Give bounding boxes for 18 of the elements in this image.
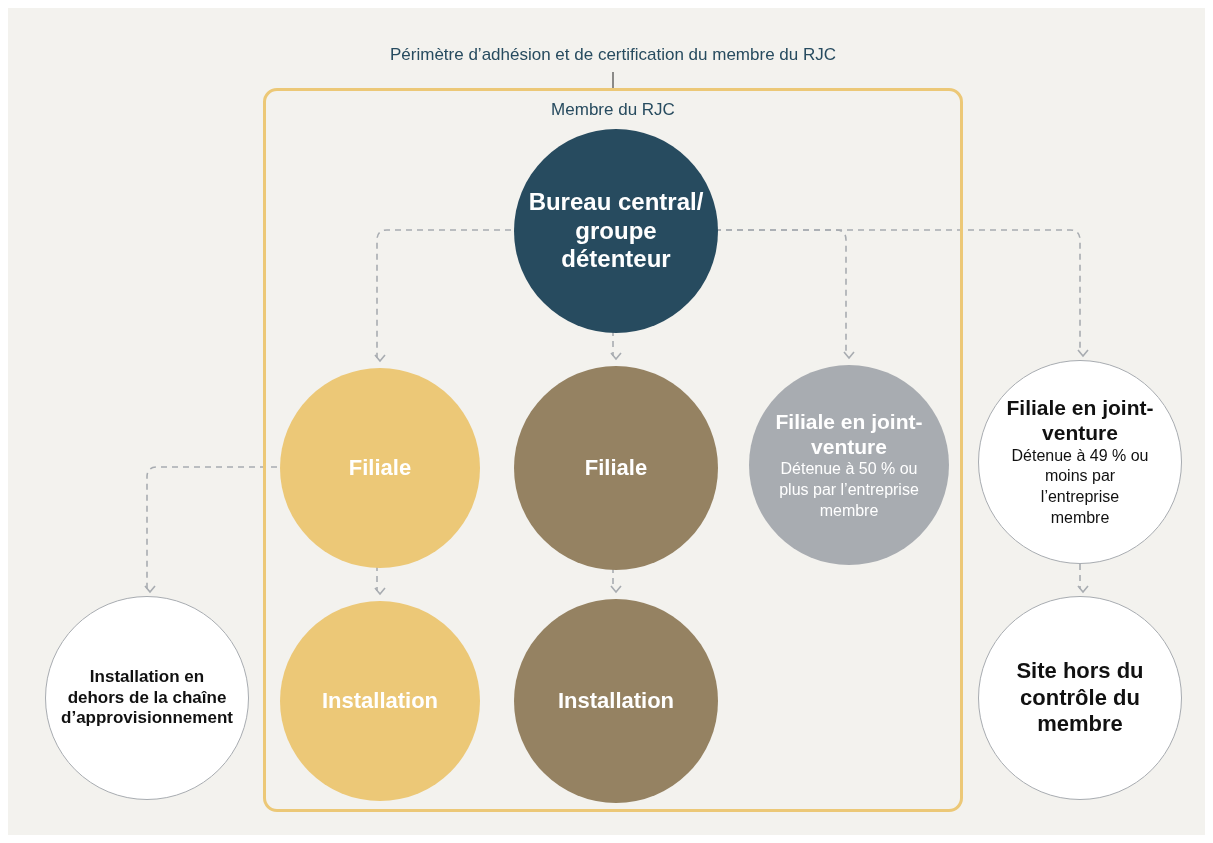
circle-title: Filiale en joint-venture [1005, 395, 1155, 446]
group-label: Membre du RJC [550, 99, 676, 121]
circle-title: Site hors du contrôle du membre [1015, 658, 1145, 738]
leader-line [612, 71, 614, 89]
dashed-arrow [374, 229, 512, 362]
scope-label: Périmètre d’adhésion et de certification du membre du RJC [390, 44, 836, 67]
group-frame [263, 88, 963, 812]
circle-description: Détenue à 50 % ou plus par l’entreprise membre [779, 459, 919, 521]
circle-description: Détenue à 49 % ou moins par l’entreprise membre [1010, 445, 1150, 528]
dashed-arrow [144, 466, 278, 593]
dashed-arrow [1077, 563, 1089, 593]
circle-title: Filiale [584, 454, 648, 482]
circle-title: Bureau central/ groupe détenteur [527, 187, 705, 275]
circle-title: Installation [321, 687, 439, 715]
circle-title: Installation en dehors de la chaîne d’approvisionnement [60, 667, 234, 729]
circle-title: Filiale en joint-venture [774, 408, 924, 459]
circle-title: Filiale [348, 454, 412, 482]
circle-title: Installation [557, 687, 675, 715]
